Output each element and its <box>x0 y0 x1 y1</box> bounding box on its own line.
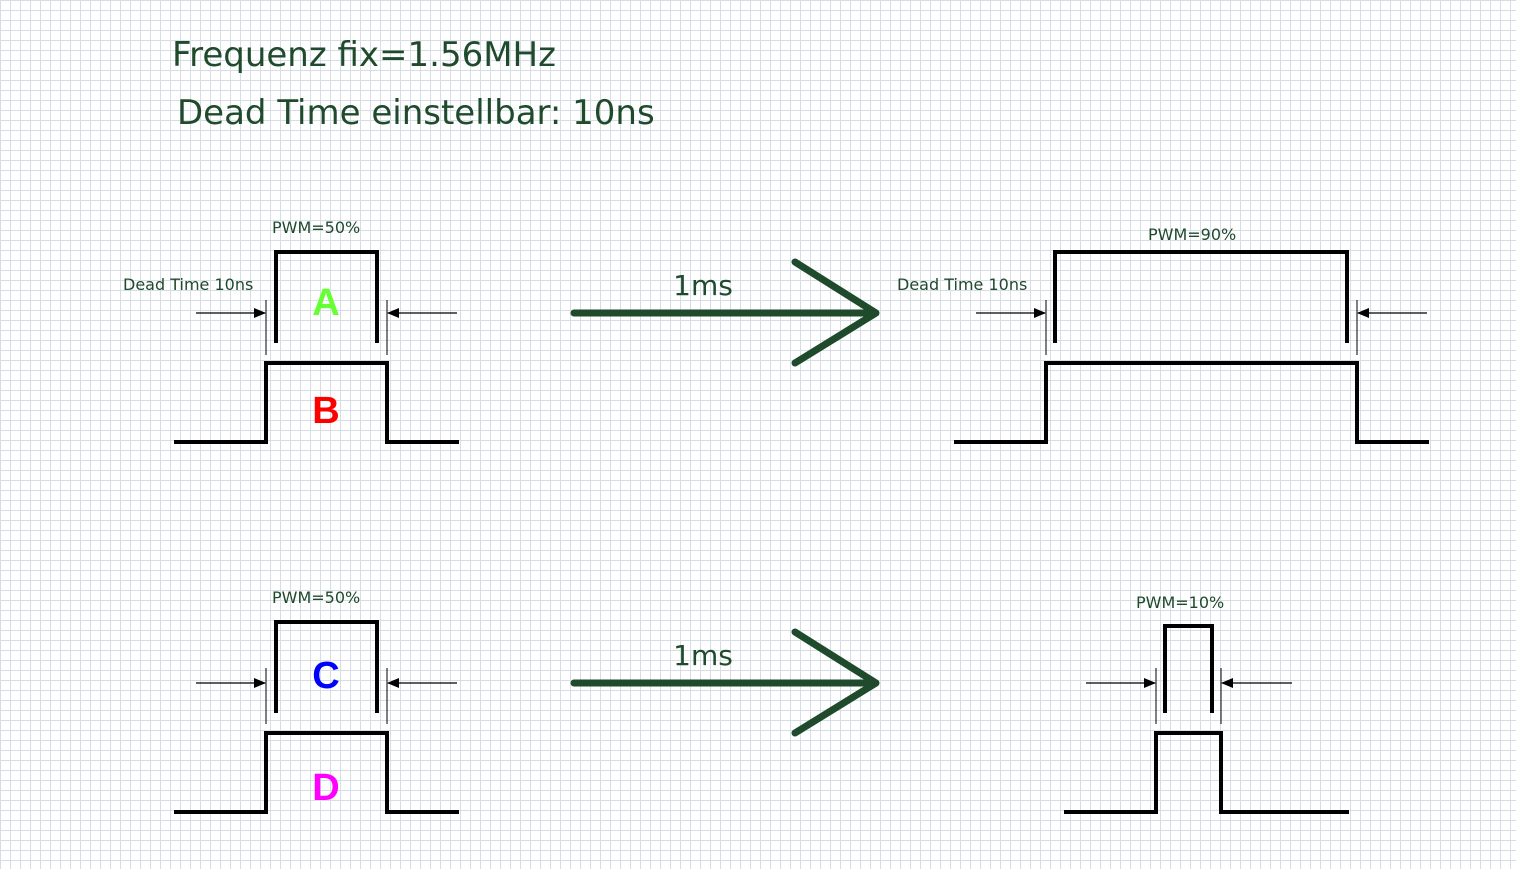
transition-time-label-top: 1ms <box>673 269 733 302</box>
dead-time-label-top-right: Dead Time 10ns <box>897 275 1027 294</box>
signal-b-waveform <box>174 361 459 444</box>
signal-c-waveform <box>274 620 379 713</box>
frequency-title: Frequenz fix=1.56MHz <box>172 35 556 75</box>
bottom-transition-arrow: 1ms <box>570 628 880 737</box>
top-left-waveform-group: PWM=50% Dead Time 10ns A B <box>123 218 459 444</box>
label-a: A <box>312 282 339 324</box>
pwm-label-top-left: PWM=50% <box>272 218 360 237</box>
label-c: C <box>312 655 339 697</box>
top-transition-arrow: 1ms <box>570 258 880 367</box>
dead-time-title: Dead Time einstellbar: 10ns <box>177 93 655 133</box>
pwm-label-bottom-left: PWM=50% <box>272 588 360 607</box>
dead-time-label-top-left: Dead Time 10ns <box>123 275 253 294</box>
label-b: B <box>312 390 339 432</box>
signal-c-waveform-10 <box>1163 624 1214 713</box>
transition-time-label-bottom: 1ms <box>673 639 733 672</box>
bottom-right-waveform-group: PWM=10% <box>1064 593 1349 814</box>
signal-a-waveform <box>274 250 379 343</box>
pwm-label-top-right: PWM=90% <box>1148 225 1236 244</box>
signal-b-waveform-90 <box>954 361 1429 444</box>
label-d: D <box>312 767 339 809</box>
bottom-left-waveform-group: PWM=50% C D <box>174 588 459 814</box>
signal-a-waveform-90 <box>1053 250 1349 343</box>
top-right-waveform-group: PWM=90% Dead Time 10ns <box>897 225 1429 444</box>
signal-d-waveform <box>174 731 459 814</box>
signal-d-waveform-10 <box>1064 731 1349 814</box>
pwm-label-bottom-right: PWM=10% <box>1136 593 1224 612</box>
